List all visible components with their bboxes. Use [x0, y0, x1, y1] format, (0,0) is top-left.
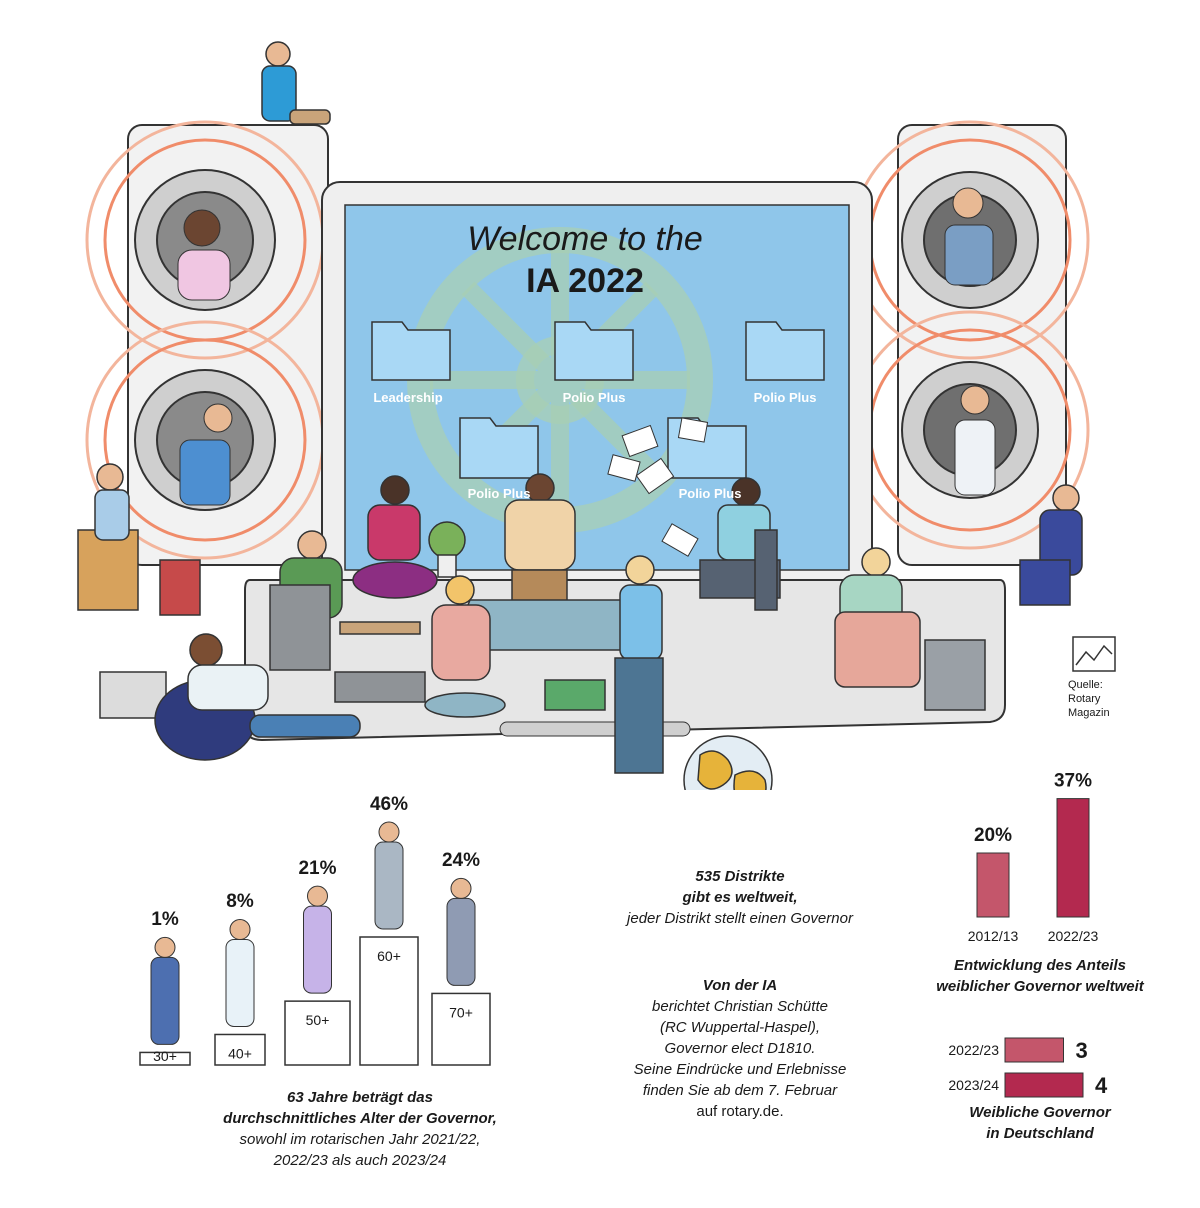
age-pedestal-60+: [359, 936, 419, 1066]
female-de-chart: 2022/23 3 2023/24 4: [948, 1037, 1108, 1098]
age-group-label: 40+: [228, 1045, 252, 1061]
folder-label-polio-plus-4[interactable]: Polio Plus: [678, 486, 742, 501]
female-world-category-label: 2022/23: [1048, 928, 1099, 944]
age-person-60+: [374, 841, 404, 930]
age-caption-bold-2: durchschnittliches Alter der Governor,: [223, 1110, 497, 1127]
female-de-caption-1: Weibliche Governor: [969, 1104, 1111, 1121]
female-world-data-label: 37%: [1054, 771, 1092, 792]
report-text: Von der IA berichtet Christian Schütte (…: [590, 975, 890, 1122]
female-de-category-label: 2023/24: [948, 1077, 999, 1093]
age-percent-label: 8%: [226, 891, 254, 913]
age-percent-label: 24%: [441, 850, 481, 872]
chart-icon: [1072, 636, 1116, 672]
age-pedestal-30+: [139, 1051, 191, 1066]
female-world-chart: 20% 2012/13 37% 2022/23: [968, 771, 1099, 944]
age-caption: 63 Jahre beträgt das durchschnittliches …: [140, 1087, 580, 1171]
female-de-category-label: 2022/23: [948, 1042, 999, 1058]
folder-label-polio-plus-3[interactable]: Polio Plus: [467, 486, 531, 501]
people: [77, 41, 1083, 774]
age-person-50+: [303, 905, 332, 994]
age-caption-4: 2022/23 als auch 2023/24: [273, 1152, 447, 1169]
female-de-data-label: 3: [1076, 1038, 1088, 1063]
female-world-caption: Entwicklung des Anteils weiblicher Gover…: [920, 955, 1160, 997]
report-line-7: auf rotary.de.: [696, 1103, 784, 1120]
screen-title-line1: Welcome to the: [467, 220, 703, 258]
age-group-label: 70+: [449, 1004, 473, 1020]
female-world-data-label: 20%: [974, 825, 1012, 846]
report-line-4: Governor elect D1810.: [664, 1040, 816, 1057]
female-world-category-label: 2012/13: [968, 928, 1019, 944]
districts-bold-2: gibt es weltweit,: [682, 889, 798, 906]
source-line1: Quelle:: [1068, 679, 1103, 691]
age-group-label: 50+: [306, 1012, 330, 1028]
age-caption-bold-1: 63 Jahre beträgt das: [287, 1089, 433, 1106]
age-caption-3: sowohl im rotarischen Jahr 2021/22,: [239, 1131, 481, 1148]
age-pedestal-50+: [284, 1000, 351, 1066]
female-de-caption: Weibliche Governor in Deutschland: [920, 1102, 1160, 1144]
right-speaker: [850, 120, 1090, 566]
age-pedestal-40+: [214, 1033, 266, 1066]
age-person-30+: [150, 956, 180, 1045]
age-figures: [150, 821, 476, 1045]
age-boxes: 30+ 40+ 50+ 60+ 70+: [139, 936, 491, 1066]
folder-label-leadership[interactable]: Leadership: [373, 390, 443, 405]
age-person-head-30+: [154, 936, 176, 958]
globe: [683, 735, 773, 790]
age-percent-label: 46%: [369, 794, 409, 815]
districts-text: 535 Distrikte gibt es weltweit, jeder Di…: [570, 866, 910, 929]
report-line-2: berichtet Christian Schütte: [652, 998, 828, 1015]
age-pedestal-70+: [431, 992, 491, 1066]
age-person-head-40+: [229, 918, 251, 940]
age-percent-label: 21%: [298, 858, 337, 880]
source-line2: Rotary: [1068, 693, 1101, 705]
folder-label-polio-plus-2[interactable]: Polio Plus: [753, 390, 817, 405]
age-person-head-60+: [378, 821, 400, 843]
age-person-head-70+: [450, 877, 472, 899]
source-line3: Magazin: [1068, 707, 1110, 719]
female-world-caption-2: weiblicher Governor weltweit: [936, 978, 1144, 995]
left-speaker: [85, 120, 329, 566]
female-de-caption-2: in Deutschland: [986, 1125, 1094, 1142]
source-note: Quelle: Rotary Magazin: [1068, 678, 1110, 720]
age-group-label: 60+: [377, 948, 401, 964]
districts-bold-1: 535 Distrikte: [695, 868, 785, 885]
age-group-label: 30+: [153, 1048, 177, 1064]
age-person-40+: [225, 938, 255, 1027]
female-de-data-label: 4: [1095, 1073, 1108, 1098]
female-world-caption-1: Entwicklung des Anteils: [954, 957, 1126, 974]
illustration: [77, 41, 1116, 790]
report-line-6: finden Sie ab dem 7. Februar: [642, 1082, 838, 1099]
age-chart: 30+ 40+ 50+ 60+ 70+: [139, 821, 491, 1066]
report-bold-1: Von der IA: [702, 977, 778, 994]
districts-line-3: jeder Distrikt stellt einen Governor: [627, 910, 853, 927]
female-world-bar-2022/23: [1056, 798, 1090, 918]
age-person-head-50+: [307, 885, 328, 907]
report-line-3: (RC Wuppertal-Haspel),: [659, 1019, 821, 1036]
age-person-70+: [446, 897, 476, 986]
folder-label-polio-plus-1[interactable]: Polio Plus: [562, 390, 626, 405]
female-de-bar-2022/23: [1004, 1037, 1064, 1063]
female-de-bar-2023/24: [1004, 1072, 1084, 1098]
report-line-5: Seine Eindrücke und Erlebnisse: [633, 1061, 847, 1078]
age-percent-label: 1%: [151, 909, 179, 931]
screen-title-line2: IA 2022: [526, 262, 644, 300]
female-world-bar-2012/13: [976, 852, 1010, 918]
